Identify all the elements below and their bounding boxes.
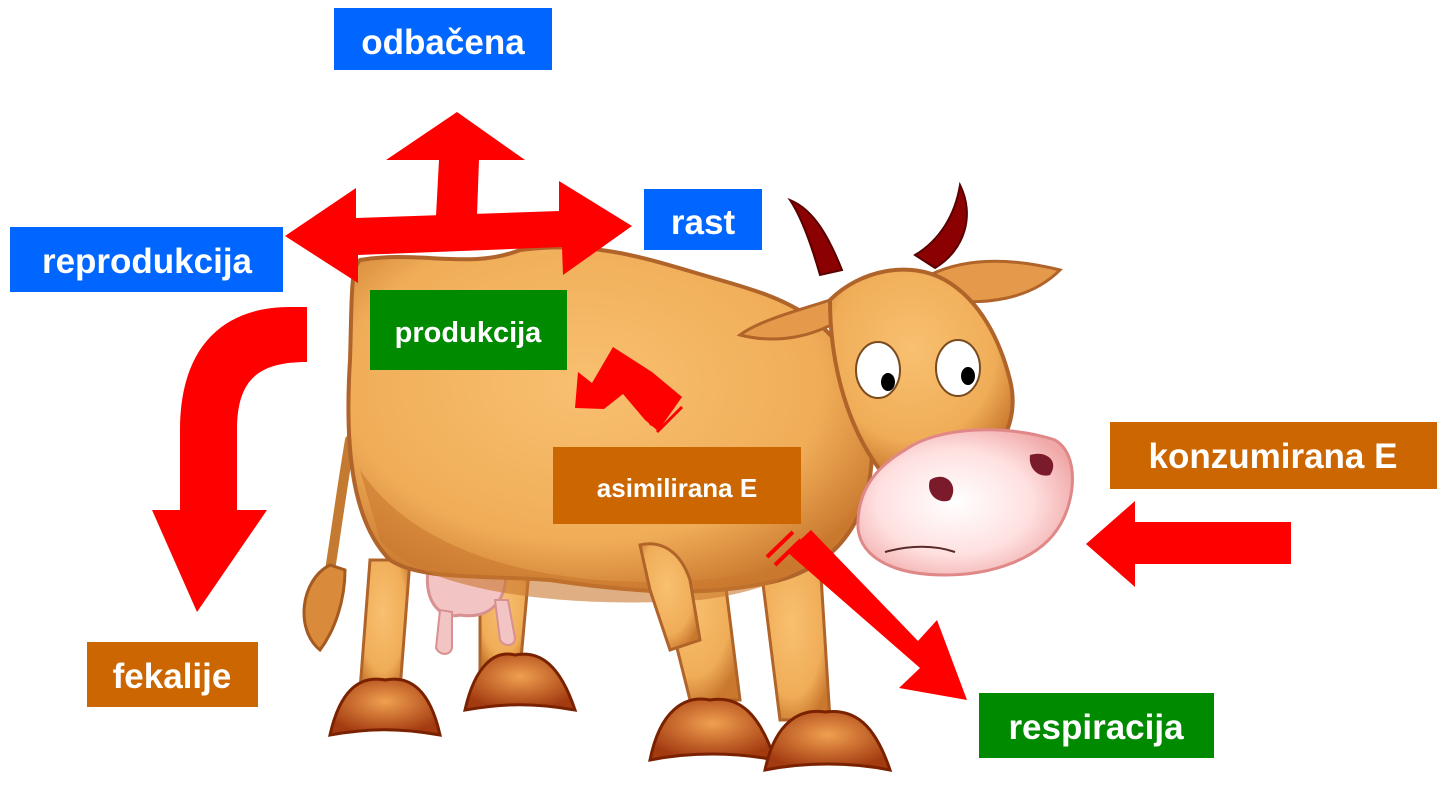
label-respiracija: respiracija <box>1008 708 1184 747</box>
cow-tail-tuft <box>304 565 345 650</box>
label-asimilirana: asimilirana E <box>597 473 757 503</box>
arrow-up-odbacena <box>386 112 525 216</box>
label-produkcija: produkcija <box>395 317 543 349</box>
label-konzumirana: konzumirana E <box>1149 437 1398 476</box>
cow-eye-right <box>936 340 980 396</box>
cow-hoof-3 <box>650 699 775 760</box>
cow-eye-left <box>856 342 900 398</box>
arrow-konzumirana <box>1086 501 1291 587</box>
cow-horn-left <box>790 200 842 275</box>
cow-pupil-left <box>881 373 895 391</box>
label-fekalije: fekalije <box>113 657 232 696</box>
label-rast: rast <box>671 203 736 242</box>
cow-pupil-right <box>961 367 975 385</box>
cow-hoof-1 <box>330 679 440 735</box>
label-reprodukcija: reprodukcija <box>42 242 253 281</box>
cow-horn-right <box>915 185 967 268</box>
cow-teat-1 <box>436 610 452 654</box>
arrow-curve-fekalije <box>152 307 307 612</box>
label-odbacena: odbačena <box>361 23 525 62</box>
cow-back-leg-left <box>360 560 410 690</box>
cow-tail <box>330 440 350 570</box>
